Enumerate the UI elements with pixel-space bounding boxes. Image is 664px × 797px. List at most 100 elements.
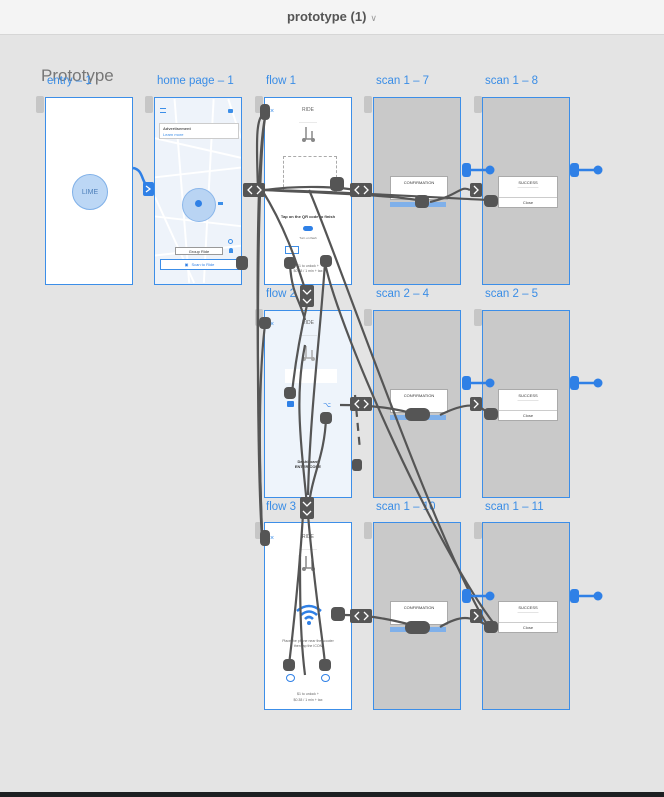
artboard-label-scan18[interactable]: scan 1 – 8 xyxy=(485,75,539,87)
code-input-panel[interactable] xyxy=(285,369,337,383)
artboard-scan-2-4[interactable]: CONFIRMATION xyxy=(373,310,461,498)
artboard-scan-2-5[interactable]: SUCCESS ——————— Close xyxy=(482,310,570,498)
blue-node xyxy=(593,378,603,388)
blue-handle xyxy=(570,163,579,177)
home-artboard-tab[interactable] xyxy=(36,96,44,113)
chevron-icon xyxy=(363,185,369,195)
home-artboard-tab[interactable] xyxy=(145,96,153,113)
user-icon[interactable] xyxy=(229,248,233,253)
connection-handle xyxy=(300,497,314,519)
success-dialog[interactable]: SUCCESS ——————— Close xyxy=(498,176,558,208)
close-button[interactable]: Close xyxy=(499,197,557,207)
artboard-home-page[interactable]: Advertisement Learn more Group Ride ▣Sca… xyxy=(154,97,242,285)
connection-handle xyxy=(470,183,482,197)
home-artboard-tab[interactable] xyxy=(255,522,263,539)
chevron-icon xyxy=(247,185,253,195)
flow1-instruction: Tap on the QR code to finish xyxy=(280,214,336,219)
artboard-scan-1-10[interactable]: CONFIRMATION xyxy=(373,522,461,710)
artboard-entry[interactable]: LIME xyxy=(45,97,133,285)
artboard-label-flow1[interactable]: flow 1 xyxy=(266,75,297,87)
artboard-label-home[interactable]: home page – 1 xyxy=(157,75,234,87)
success-dialog[interactable]: SUCCESS ——————— Close xyxy=(498,389,558,421)
artboard-label-scan24[interactable]: scan 2 – 4 xyxy=(376,288,430,300)
artboard-label-scan25[interactable]: scan 2 – 5 xyxy=(485,288,539,300)
chevron-icon xyxy=(354,185,360,195)
home-artboard-tab[interactable] xyxy=(474,309,482,326)
blue-handle xyxy=(570,589,579,603)
advertisement-card[interactable]: Advertisement Learn more xyxy=(159,123,239,139)
group-ride-button[interactable]: Group Ride xyxy=(175,247,223,255)
enter-code-icon[interactable] xyxy=(285,246,299,254)
blue-handle xyxy=(462,163,471,177)
dialog-title: CONFIRMATION xyxy=(403,393,435,398)
nfc-wifi-icon xyxy=(296,604,322,625)
flow3-hint-1: Place the phone near the scooter xyxy=(282,639,334,643)
home-artboard-tab[interactable] xyxy=(474,96,482,113)
home-artboard-tab[interactable] xyxy=(364,522,372,539)
artboard-label-scan111[interactable]: scan 1 – 11 xyxy=(485,501,544,513)
confirmation-dialog[interactable]: CONFIRMATION xyxy=(390,389,448,413)
success-dialog[interactable]: SUCCESS ——————— Close xyxy=(498,601,558,633)
artboard-flow1[interactable]: RIDE —————— Tap on the QR code to finish… xyxy=(264,97,352,285)
qr-scan-frame[interactable] xyxy=(283,156,337,192)
confirm-bar[interactable] xyxy=(390,415,446,420)
chevron-icon xyxy=(354,399,360,409)
dialog-subtitle: ——————— xyxy=(517,610,539,614)
confirmation-dialog[interactable]: CONFIRMATION xyxy=(390,601,448,625)
artboard-flow3[interactable]: RIDE —————— Place the phone near the sco… xyxy=(264,522,352,710)
chevron-icon xyxy=(354,611,360,621)
wifi-icon[interactable]: ⌥ xyxy=(323,402,332,409)
close-icon[interactable]: × xyxy=(270,535,275,542)
artboard-scan-1-11[interactable]: SUCCESS ——————— Close xyxy=(482,522,570,710)
artboard-label-scan17[interactable]: scan 1 – 7 xyxy=(376,75,430,87)
confirm-bar[interactable] xyxy=(390,627,446,632)
lime-logo-text: LIME xyxy=(81,188,99,196)
chevron-icon xyxy=(302,510,312,516)
document-title-dropdown[interactable]: prototype (1)∨ xyxy=(0,9,664,24)
close-icon[interactable]: × xyxy=(270,108,275,115)
home-artboard-tab[interactable] xyxy=(364,96,372,113)
flow3-hint-2: then tap the ICON xyxy=(293,644,323,648)
artboard-scan-1-7[interactable]: CONFIRMATION xyxy=(373,97,461,285)
close-button[interactable]: Close xyxy=(499,410,557,420)
artboard-label-scan110[interactable]: scan 1 – 10 xyxy=(376,501,436,513)
refresh-icon[interactable] xyxy=(228,239,233,244)
home-artboard-tab[interactable] xyxy=(255,96,263,113)
menu-icon[interactable] xyxy=(160,108,166,113)
gift-icon[interactable] xyxy=(228,109,233,113)
flow2-subline: —————— xyxy=(299,333,317,337)
artboard-label-flow3[interactable]: flow 3 xyxy=(266,501,297,513)
flow3-header: RIDE xyxy=(302,534,314,540)
confirm-bar[interactable] xyxy=(390,202,446,207)
prototype-canvas[interactable]: Prototype entry – 1 home page – 1 flow 1… xyxy=(0,35,664,792)
artboard-flow2[interactable]: RIDE —————— ⌥ Dashboard ENTER CODE × xyxy=(264,310,352,498)
home-artboard-tab[interactable] xyxy=(255,309,263,326)
close-button[interactable]: Close xyxy=(499,622,557,632)
camera-icon[interactable] xyxy=(286,674,295,682)
flow1-subline: —————— xyxy=(299,120,317,124)
home-artboard-tab[interactable] xyxy=(364,309,372,326)
confirmation-dialog[interactable]: CONFIRMATION xyxy=(390,176,448,200)
scan-to-ride-button[interactable]: ▣Scan to Ride xyxy=(160,259,239,270)
artboard-scan-1-8[interactable]: SUCCESS ——————— Close xyxy=(482,97,570,285)
lime-logo: LIME xyxy=(72,174,108,210)
flow3-price-2: $0.38 / 1 min + tax xyxy=(293,698,323,702)
close-icon[interactable]: × xyxy=(270,321,275,328)
artboard-label-entry[interactable]: entry – 1 xyxy=(47,75,92,87)
home-artboard-tab[interactable] xyxy=(474,522,482,539)
dialog-title: SUCCESS xyxy=(518,180,538,185)
keypad-icon[interactable] xyxy=(321,674,330,682)
ad-link[interactable]: Learn more xyxy=(163,132,184,137)
artboard-label-flow2[interactable]: flow 2 xyxy=(266,288,297,300)
chevron-icon xyxy=(473,399,479,409)
camera-icon[interactable] xyxy=(287,401,294,407)
blue-node xyxy=(593,591,603,601)
flash-toggle[interactable] xyxy=(303,226,313,231)
dialog-title: SUCCESS xyxy=(518,393,538,398)
connection-handle xyxy=(352,459,362,471)
blue-node xyxy=(593,165,603,175)
flow1-header: RIDE xyxy=(302,107,314,113)
chevron-down-icon[interactable]: ∨ xyxy=(370,13,378,23)
flow2-bottom-2[interactable]: ENTER CODE xyxy=(294,464,322,469)
chevron-icon xyxy=(473,185,479,195)
